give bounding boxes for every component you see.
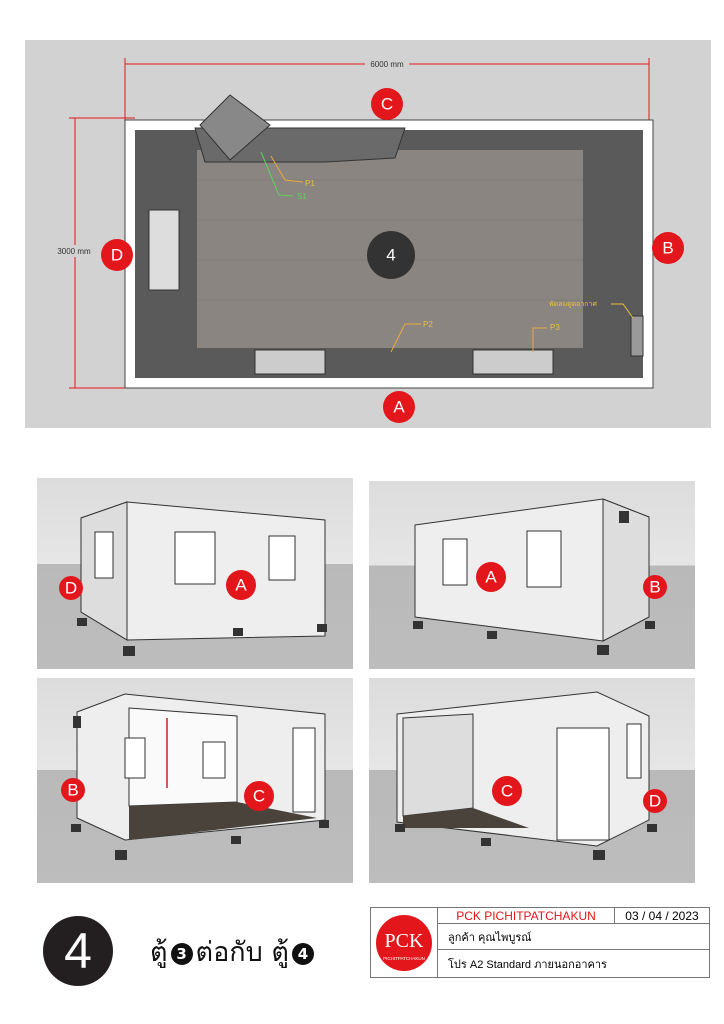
view4-label-d: D [649,792,661,811]
title-middle: ต่อกับ ตู้ [195,937,289,968]
exhaust-fan [630,315,644,357]
title-prefix: ตู้ [150,937,168,968]
company-name: PCK PICHITPATCHAKUN [438,908,615,924]
perspective-view-ab: A B [369,481,695,669]
project-description: โปร A2 Standard ภายนอกอาคาร [448,958,607,971]
door-a [472,349,554,375]
title-block: PCK PICHITPATCHAKUN PCK PICHITPATCHAKUN … [370,907,710,978]
view2-label-b: B [649,578,660,597]
floor-number-label: 4 [386,246,395,265]
window-a [254,349,326,375]
container-number-b: 4 [291,942,314,965]
view1-label-a: A [235,576,247,595]
view3-label-c: C [253,787,265,806]
container-number-a: 3 [170,942,193,965]
floor-plan-drawing: 6000 mm 3000 mm P1 S1 P2 P3 พัดลมดูดอากา… [53,58,684,423]
callout-p3: P3 [550,323,560,332]
side-label-b: B [662,239,673,258]
logo-text: PCK [385,930,424,952]
drawing-number-badge: 4 [43,916,113,986]
perspective-view-cd: C D [369,678,695,883]
side-label-d: D [111,246,123,265]
side-label-c: C [381,95,393,114]
callout-exhaust-fan: พัดลมดูดอากาศ [549,300,597,308]
view4-label-c: C [501,782,513,801]
view3-label-b: B [67,781,78,800]
height-dimension: 3000 mm [57,247,91,256]
customer-name: ลูกค้า คุณไพบูรณ์ [438,924,709,950]
callout-s1: S1 [297,192,307,201]
logo-subtext: PICHITPATCHAKUN [383,956,425,961]
perspective-view-da: D A [37,478,353,669]
callout-p1: P1 [305,179,315,188]
company-logo: PCK PICHITPATCHAKUN [371,908,438,977]
view2-label-a: A [485,568,497,587]
drawing-date: 03 / 04 / 2023 [615,908,709,924]
callout-p2: P2 [423,320,433,329]
view1-label-d: D [65,579,77,598]
floor-plan-panel: 6000 mm 3000 mm P1 S1 P2 P3 พัดลมดูดอากา… [25,40,711,428]
window-d [148,209,180,291]
width-dimension: 6000 mm [370,60,404,69]
perspective-view-bc: B C [37,678,353,883]
side-label-a: A [393,398,405,417]
